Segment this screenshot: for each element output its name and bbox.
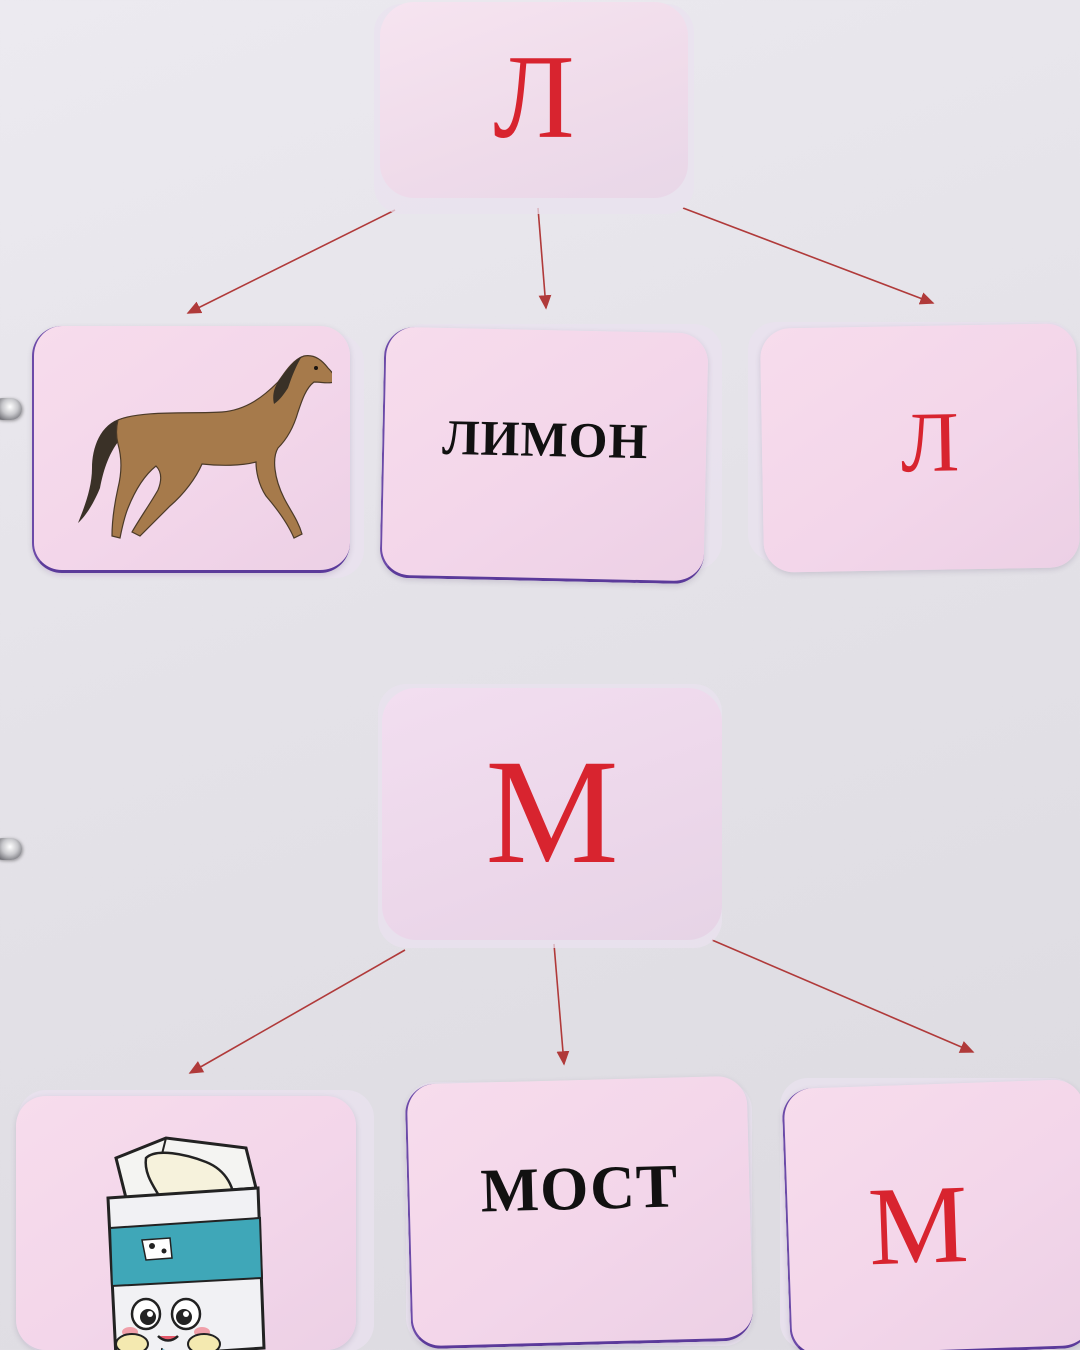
binder-ring-top (0, 398, 22, 420)
horse-icon (78, 355, 332, 539)
small-letter-l: Л (899, 393, 960, 491)
arrow-l-left (186, 209, 396, 314)
small-letter-card-m[interactable]: М (781, 1078, 1080, 1350)
arrow-m-left (188, 949, 406, 1074)
letter-l: Л (493, 30, 575, 163)
arrow-m-right (711, 939, 975, 1053)
arrow-l-right (682, 207, 935, 305)
letter-card-m[interactable]: М (382, 688, 722, 940)
small-letter-card-l[interactable]: Л (759, 323, 1080, 573)
arrow-l-middle (537, 207, 552, 310)
small-letter-m: М (866, 1161, 971, 1290)
word-card-limon[interactable]: ЛИМОН (379, 326, 709, 585)
word-most: МОСТ (479, 1151, 680, 1226)
picture-card-milk[interactable] (16, 1096, 356, 1350)
letter-card-l[interactable]: Л (380, 2, 688, 198)
word-card-most[interactable]: МОСТ (404, 1075, 754, 1350)
binder-ring-bottom (0, 838, 22, 860)
arrow-m-middle (553, 943, 570, 1066)
picture-card-horse[interactable] (32, 326, 350, 573)
letter-m: М (485, 729, 619, 895)
milk-carton-icon (106, 1136, 266, 1350)
word-limon: ЛИМОН (441, 408, 649, 470)
